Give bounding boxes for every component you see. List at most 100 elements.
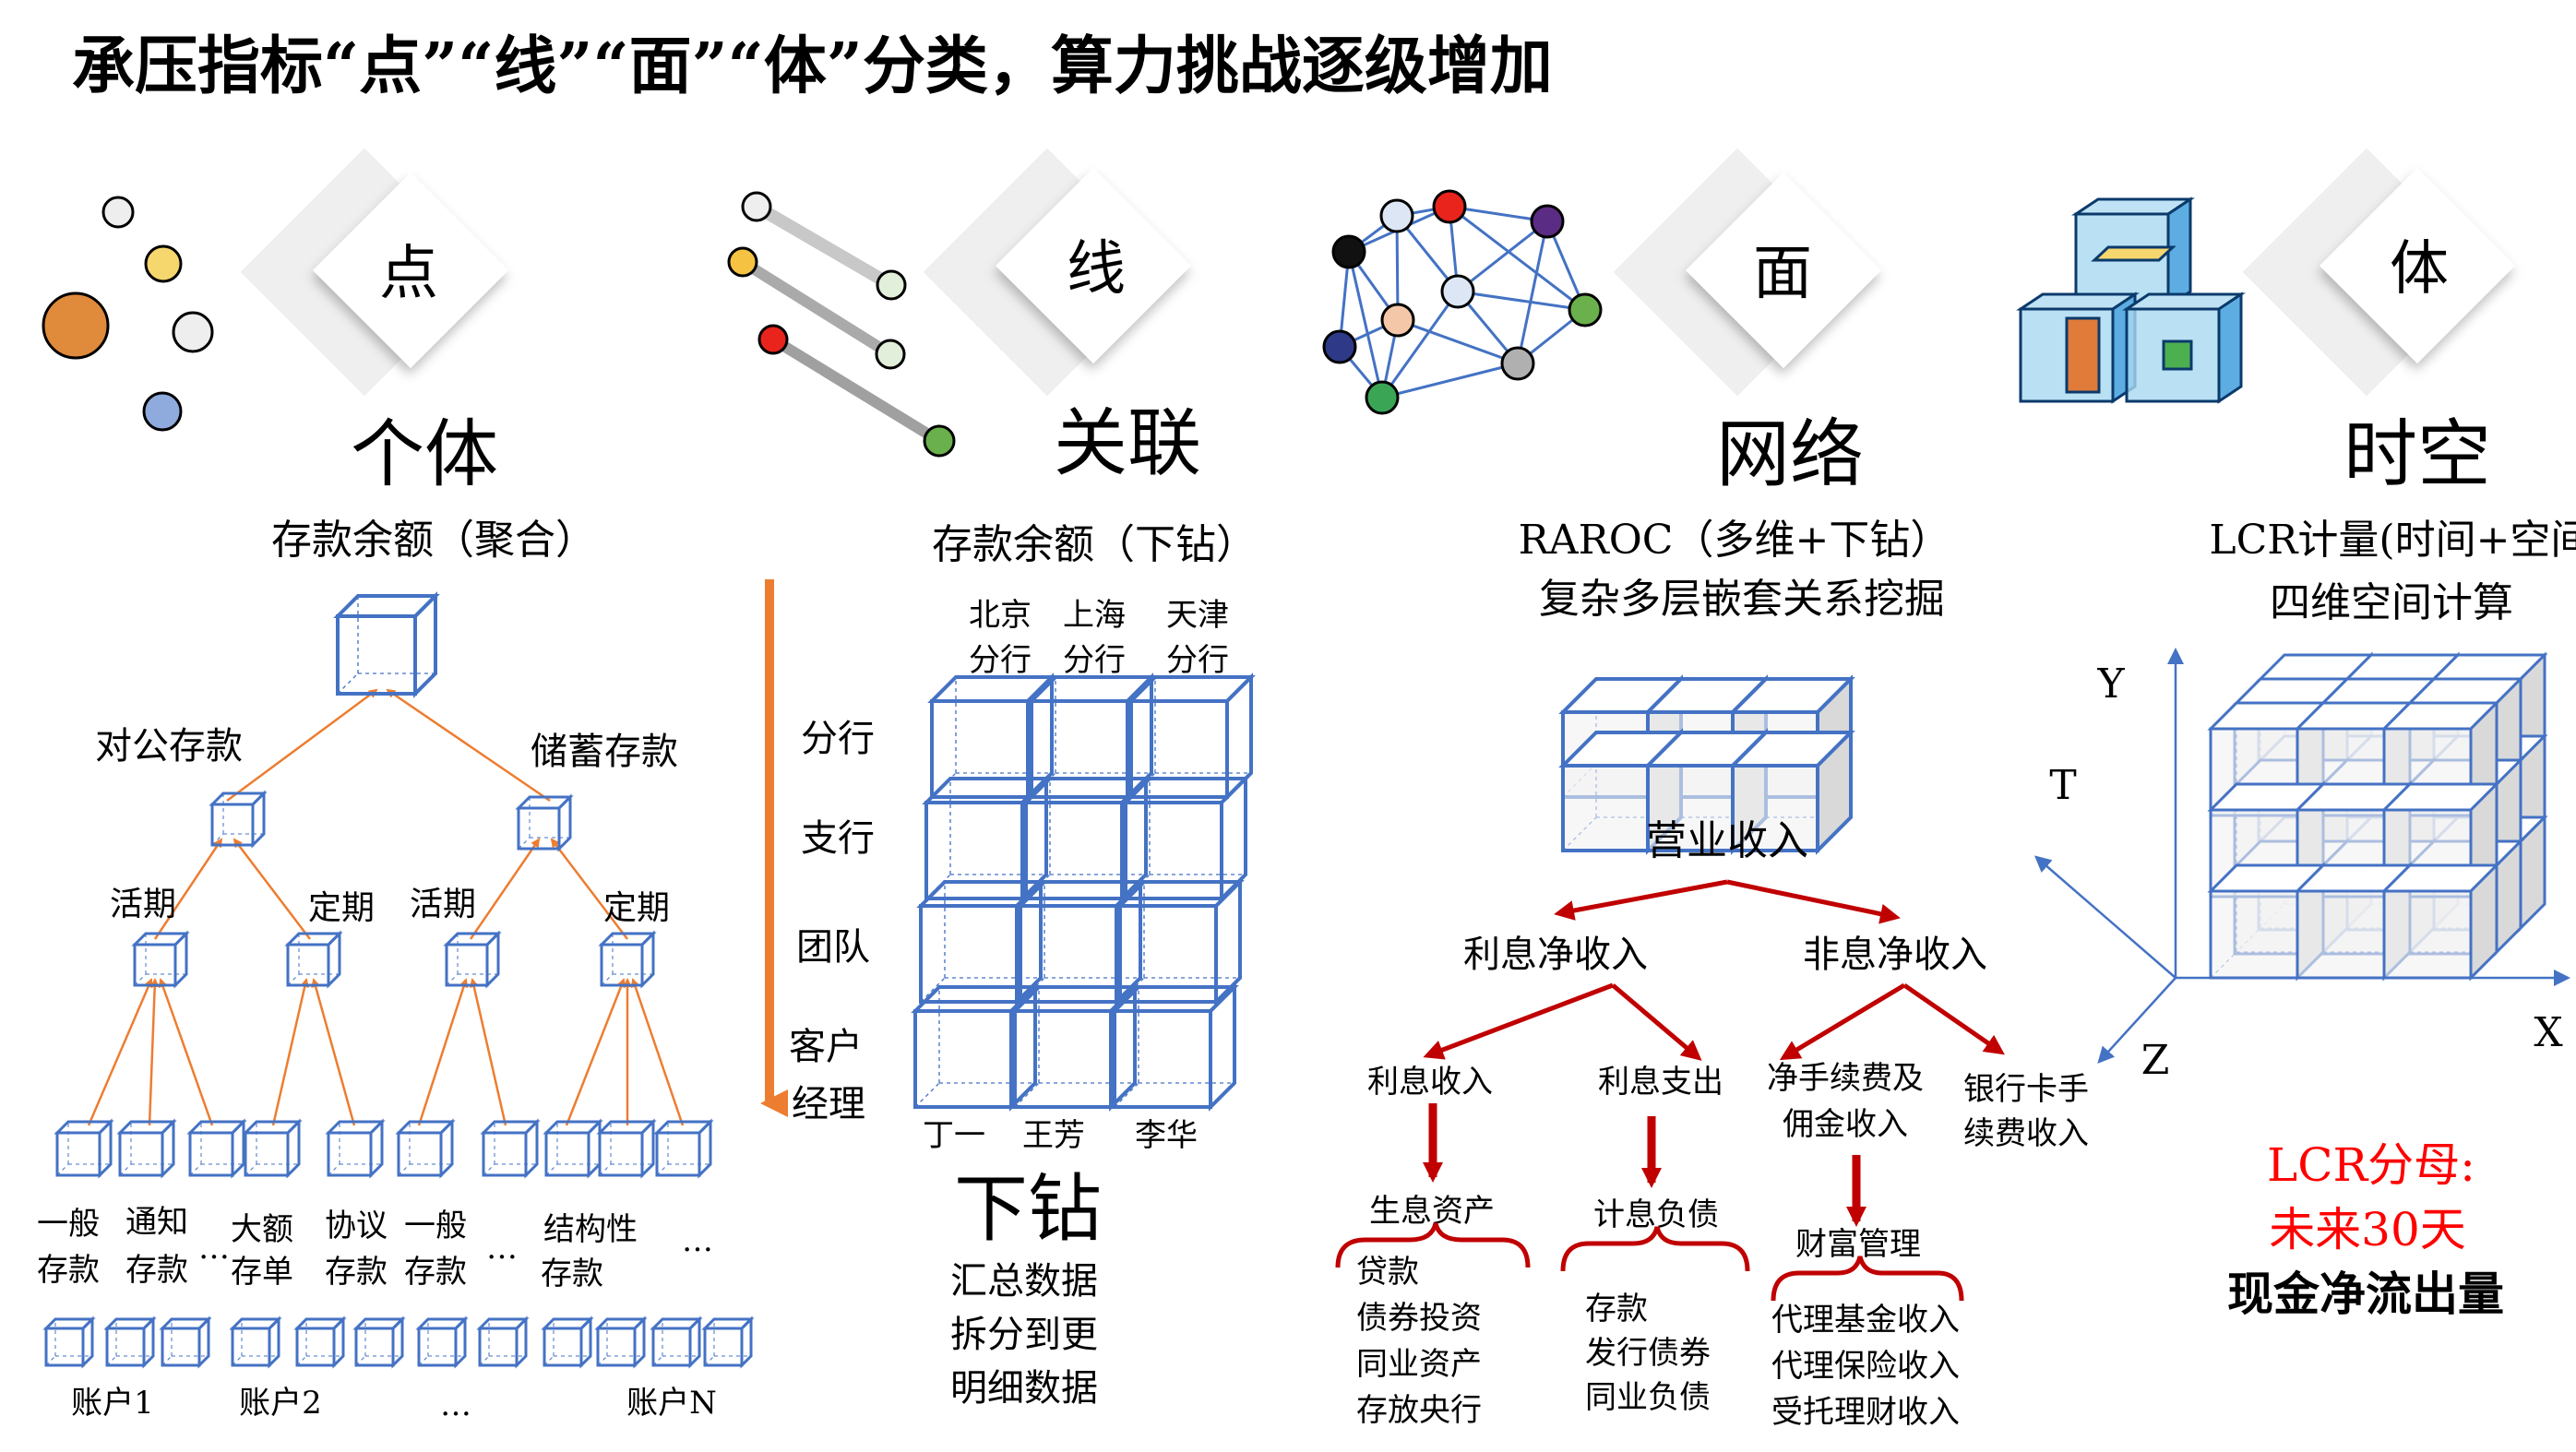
- face-list-item: 贷款: [1356, 1254, 1419, 1291]
- volume-subtitle-2: 四维空间计算: [2270, 579, 2513, 626]
- person-label: 王芳: [1022, 1117, 1085, 1154]
- face-list-item: 存放央行: [1356, 1392, 1482, 1429]
- col-label: 天津: [1166, 597, 1229, 634]
- col-label: 北京: [969, 597, 1032, 634]
- face-list-item: 代理保险收入: [1771, 1348, 1960, 1385]
- axis-label-z: Z: [2141, 1037, 2170, 1084]
- face-list-item: 代理基金收入: [1771, 1302, 1960, 1339]
- row-label: 分行: [801, 718, 875, 760]
- lcr-line-2: 未来30天: [2269, 1203, 2466, 1256]
- face-root: 营业收入: [1646, 817, 1808, 864]
- badge-face-label: 面: [1753, 240, 1812, 308]
- axis-label-x: X: [2534, 1009, 2563, 1056]
- face-braces: [1335, 1222, 1964, 1302]
- account-label: 账户N: [626, 1385, 717, 1422]
- point-l2-2: 活期: [410, 886, 476, 923]
- leaf-label: 存款: [541, 1256, 603, 1292]
- point-l1-right: 储蓄存款: [531, 731, 678, 773]
- point-subtitle: 存款余额（聚合）: [271, 517, 596, 564]
- cube-icon: [480, 1118, 541, 1179]
- face-l2-label: 净手续费及: [1767, 1060, 1924, 1097]
- cube-icon: [515, 793, 574, 852]
- cube-icon: [1115, 877, 1245, 1006]
- cube-icon: [284, 930, 343, 989]
- cube-icon: [352, 1315, 406, 1369]
- point-l1-left: 对公存款: [95, 725, 243, 768]
- cube-icon: [54, 1118, 114, 1179]
- ellipsis: …: [486, 1230, 518, 1267]
- cube-icon: [922, 774, 1051, 903]
- account-label: 账户2: [239, 1385, 322, 1422]
- face-subtitle-2: 复杂多层嵌套关系挖掘: [1539, 576, 1945, 623]
- col-label: 分行: [1063, 642, 1126, 679]
- cube-icon: [1127, 672, 1256, 802]
- face-l2-label: 银行卡手: [1963, 1071, 2089, 1108]
- cube-icon: [415, 1315, 469, 1369]
- cube-icon: [598, 930, 657, 989]
- cube-icon: [395, 1118, 456, 1179]
- drill-desc-line: 拆分到更: [950, 1314, 1098, 1356]
- leaf-label: 存单: [231, 1254, 293, 1291]
- row-label: 团队: [796, 926, 870, 969]
- cube-icon: [1021, 774, 1151, 903]
- leaf-label: 大额: [231, 1211, 293, 1248]
- cube-icon: [103, 1315, 157, 1369]
- badge-face: 面: [1613, 148, 1882, 397]
- face-l2-label: 续费收入: [1963, 1115, 2089, 1152]
- line-row-labels: 分行 支行 团队 客户 经理: [789, 718, 875, 1125]
- face-l2-label: 佣金收入: [1783, 1106, 1908, 1143]
- face-list-item: 发行债券: [1585, 1335, 1711, 1372]
- face-list-item: 债券投资: [1356, 1300, 1482, 1337]
- cube-icon: [159, 1315, 212, 1369]
- cube-icon: [701, 1315, 755, 1369]
- cube-icon: [325, 1118, 386, 1179]
- cube-icon: [443, 930, 502, 989]
- badge-line-label: 线: [1067, 235, 1126, 303]
- point-l2-1: 定期: [308, 889, 375, 927]
- face-tree-arrows: [1423, 879, 2005, 1227]
- cube-icon: [594, 1315, 648, 1369]
- leaf-label: 协议: [325, 1208, 388, 1244]
- axis-z: [2097, 977, 2176, 1064]
- cube-icon: [42, 1315, 96, 1369]
- drill-description: 汇总数据 拆分到更 明细数据: [950, 1260, 1098, 1410]
- axis-t: [2033, 855, 2176, 979]
- face-l1-right: 非息净收入: [1803, 934, 1987, 976]
- face-cube-grid: [1558, 674, 1855, 855]
- drill-desc-line: 明细数据: [950, 1367, 1098, 1410]
- 3d-cubes-icon: [2016, 196, 2246, 404]
- axis-label-y: Y: [2096, 661, 2125, 708]
- cube-icon: [1010, 982, 1139, 1112]
- leaf-label: 存款: [125, 1252, 188, 1289]
- cube-icon: [541, 1315, 594, 1369]
- line-cube-grid: [911, 672, 1256, 1112]
- drill-title: 下钻: [954, 1166, 1102, 1252]
- person-label: 李华: [1135, 1117, 1198, 1154]
- cube-icon: [916, 877, 1045, 1006]
- face-l2-label: 利息收入: [1367, 1064, 1493, 1101]
- col-label: 分行: [969, 642, 1032, 679]
- face-l2-label: 利息支出: [1598, 1064, 1723, 1101]
- cube-icon: [543, 1118, 603, 1179]
- section-name-line: 关联: [1054, 400, 1201, 486]
- cube-icon: [653, 1118, 714, 1179]
- cube-icon: [293, 1315, 347, 1369]
- lcr-line-3: 现金净流出量: [2227, 1267, 2504, 1321]
- badge-point: 点: [240, 148, 509, 397]
- face-subtitle-1: RAROC（多维+下钻）: [1519, 517, 1951, 564]
- volume-cube-block: [2207, 651, 2548, 982]
- line-column-labels: 北京 分行 上海 分行 天津 分行: [969, 597, 1229, 679]
- face-list-item: 同业资产: [1356, 1346, 1482, 1383]
- cube-icon: [927, 672, 1056, 802]
- account-label: 账户1: [71, 1385, 154, 1422]
- section-name-face: 网络: [1716, 411, 1864, 497]
- point-leaf-labels: 一般 存款 通知 存款 大额 存单 协议 存款 一般 存款 结构性 存款 … ……: [37, 1204, 713, 1292]
- line-bottom-labels: 丁一 王芳 李华: [923, 1117, 1198, 1154]
- cube-icon: [1728, 728, 1855, 855]
- leaf-label: 存款: [325, 1254, 388, 1291]
- badge-line: 线: [923, 148, 1192, 397]
- leaf-label: 通知: [125, 1204, 188, 1241]
- face-l1-left: 利息净收入: [1463, 934, 1648, 976]
- person-label: 丁一: [923, 1117, 985, 1154]
